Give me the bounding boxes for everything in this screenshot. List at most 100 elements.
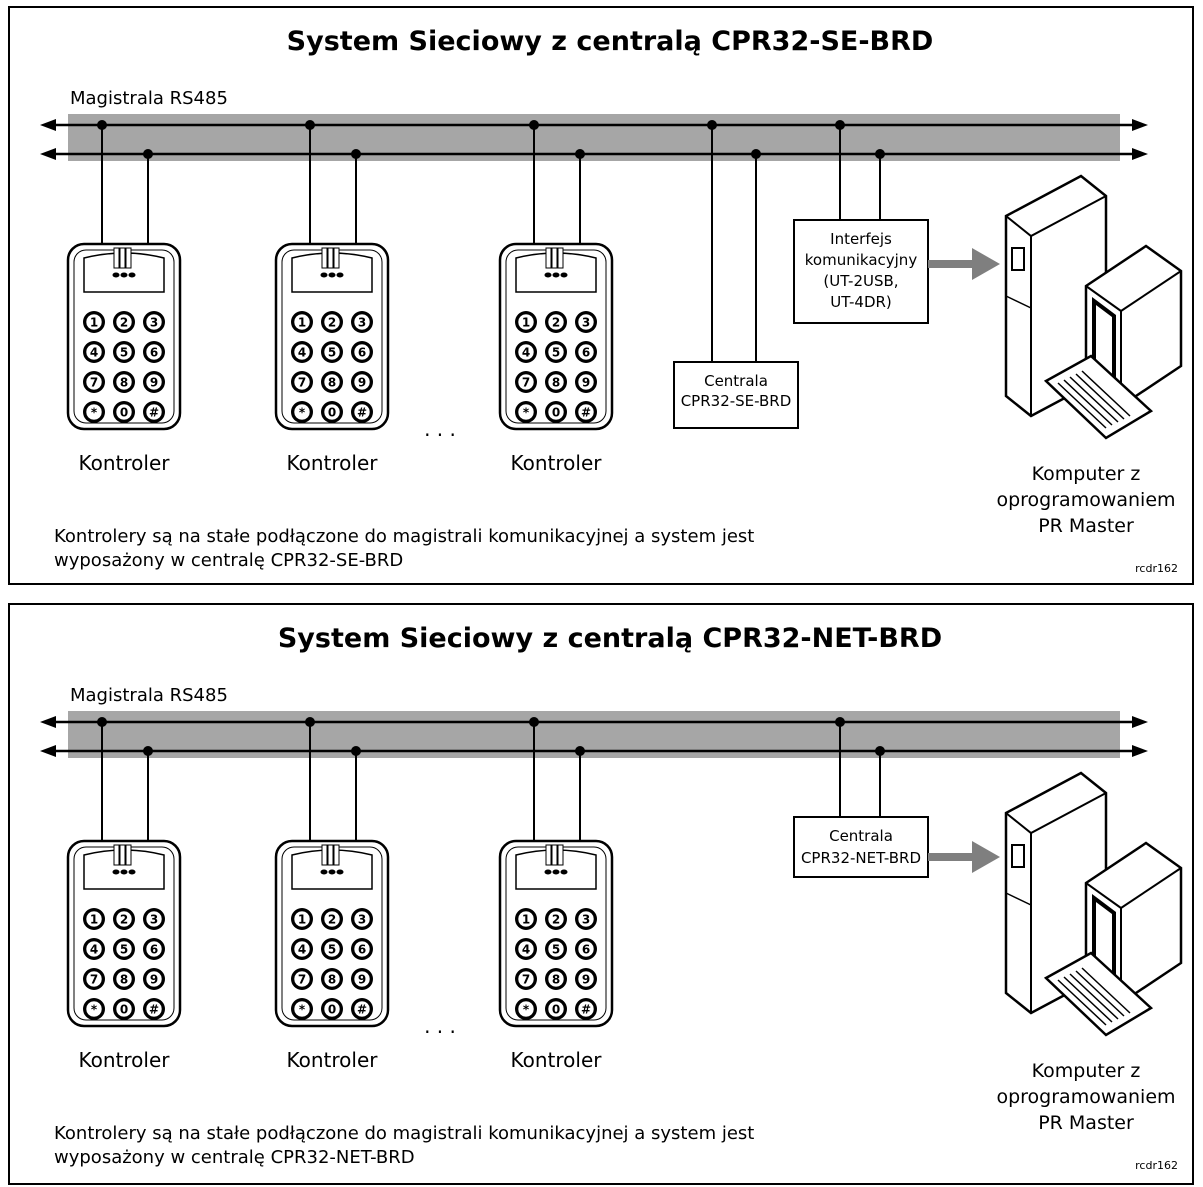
keyboard-key-row: [1063, 379, 1113, 426]
keypad-key-label: *: [299, 406, 306, 420]
computer-keyboard: [1043, 354, 1154, 440]
keypad-key-face: [85, 343, 103, 361]
keyboard-key-row: [1081, 967, 1131, 1014]
keyboard-key-row: [1057, 382, 1107, 429]
keypad-key-label: 9: [150, 376, 158, 390]
computer-icon: [1004, 771, 1183, 1037]
ellipsis: . . .: [424, 1014, 456, 1038]
central-box: [793, 816, 929, 878]
keypad-key-label: 0: [552, 1003, 560, 1017]
keypad-key-face: [323, 910, 341, 928]
keypad-key-label: *: [91, 406, 98, 420]
computer-label: PR Master: [1038, 515, 1134, 537]
keypad-key-label: 2: [328, 913, 336, 927]
keypad-key-label: 9: [582, 973, 590, 987]
keypad-key-label: 2: [120, 316, 128, 330]
keypad-key-face: [353, 1000, 371, 1018]
bus-label: Magistrala RS485: [70, 88, 228, 109]
keypad-key-label: 8: [328, 376, 336, 390]
keypad-key-face: [323, 373, 341, 391]
interface-box-text: UT-4DR): [830, 293, 892, 311]
bus-arrow-left: [40, 119, 56, 131]
keypad-key-label: 0: [120, 1003, 128, 1017]
controller-connector: [333, 247, 340, 269]
keypad-key-face: [323, 343, 341, 361]
keypad-key-face: [293, 373, 311, 391]
keypad-key-label: 2: [552, 316, 560, 330]
keypad-key-face: [85, 313, 103, 331]
central-box-text: Centrala: [829, 827, 893, 845]
tower-line: [1005, 295, 1032, 309]
keypad-key-face: [517, 343, 535, 361]
led-indicator: [112, 272, 120, 278]
keyboard-key-row: [1081, 370, 1131, 417]
controller-connector: [125, 844, 132, 866]
bus-junction: [875, 746, 885, 756]
diagram-canvas-se: System Sieciowy z centralą CPR32-SE-BRDM…: [40, 26, 1183, 575]
bus-arrow-left: [40, 716, 56, 728]
led-indicator: [552, 869, 560, 875]
keypad-key-label: 3: [358, 316, 366, 330]
keypad-key-face: [115, 373, 133, 391]
keypad-key-label: 3: [358, 913, 366, 927]
keypad-key-label: 1: [90, 316, 98, 330]
keypad-key-face: [85, 940, 103, 958]
keypad-key-label: *: [523, 1003, 530, 1017]
central-box-text: CPR32-SE-BRD: [681, 392, 792, 410]
keyboard-key-row: [1063, 976, 1113, 1023]
keypad-key-face: [353, 373, 371, 391]
keypad-key-face: [145, 403, 163, 421]
keypad-key-label: 5: [328, 943, 336, 957]
bus-junction: [305, 120, 315, 130]
keypad-key-face: [115, 313, 133, 331]
description-note: Kontrolery są na stałe podłączone do mag…: [54, 1123, 754, 1144]
keypad-key-face: [517, 910, 535, 928]
led-indicator: [120, 272, 128, 278]
keypad-key-face: [85, 403, 103, 421]
keyboard-key-row: [1075, 970, 1125, 1017]
description-note: wyposażony w centralę CPR32-SE-BRD: [54, 550, 403, 571]
keypad-key-face: [577, 910, 595, 928]
bus-junction: [751, 149, 761, 159]
keypad-key-label: *: [523, 406, 530, 420]
monitor-edge: [1085, 882, 1122, 909]
bus-junction: [351, 746, 361, 756]
keypad-key-face: [293, 313, 311, 331]
bus-junction: [575, 746, 585, 756]
keypad-key-label: 1: [522, 316, 530, 330]
arrow-shaft: [928, 260, 972, 268]
keypad-key-label: 3: [150, 316, 158, 330]
bus-junction: [305, 717, 315, 727]
led-indicator: [544, 869, 552, 875]
controller-connector: [545, 844, 552, 866]
keypad-key-face: [547, 940, 565, 958]
interface-box-text: komunikacyjny: [805, 251, 918, 269]
keypad-key-face: [547, 1000, 565, 1018]
keyboard-key-row: [1069, 973, 1119, 1020]
bus-arrow-right: [1132, 745, 1148, 757]
keypad-key-label: 1: [298, 913, 306, 927]
keypad-key-label: 4: [298, 943, 306, 957]
keypad-key-label: 3: [582, 316, 590, 330]
keypad-key-face: [115, 910, 133, 928]
keypad-key-face: [577, 403, 595, 421]
keypad-key-label: 8: [120, 973, 128, 987]
keypad-key-face: [353, 970, 371, 988]
central-box-text: CPR32-NET-BRD: [801, 849, 921, 867]
led-indicator: [128, 272, 136, 278]
keypad-key-label: 9: [358, 973, 366, 987]
figure-reference: rcdr162: [1135, 562, 1178, 575]
keypad-key-face: [85, 970, 103, 988]
keypad-key-label: 5: [552, 943, 560, 957]
keypad-key-face: [115, 1000, 133, 1018]
drive-bay: [1011, 247, 1025, 271]
keypad-key-label: 1: [522, 913, 530, 927]
keypad-key-label: 2: [120, 913, 128, 927]
monitor-edge: [1120, 867, 1182, 909]
bus-arrow-left: [40, 148, 56, 160]
keypad-key-face: [293, 343, 311, 361]
keyboard-key-row: [1057, 979, 1107, 1026]
